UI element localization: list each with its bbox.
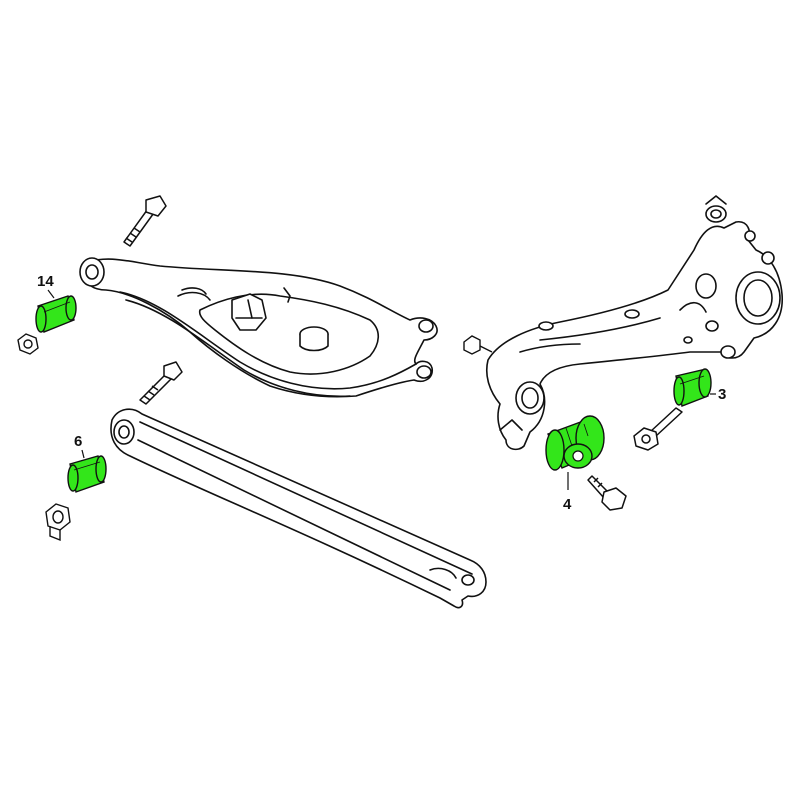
carrier-nut	[463, 335, 493, 355]
leader-line-6	[81, 449, 85, 459]
callout-3: 3	[718, 386, 727, 403]
callout-4: 4	[563, 496, 572, 513]
callout-14: 14	[37, 273, 54, 290]
nut-6	[45, 503, 71, 542]
lower-link-bolt	[139, 361, 183, 405]
bushing-4	[545, 415, 605, 490]
callout-6: 6	[74, 433, 83, 450]
lower-link-arm	[110, 408, 487, 609]
nut-14	[17, 333, 39, 355]
bushing-3	[673, 368, 716, 407]
leader-line-14	[47, 289, 55, 299]
upper-arm-bolt	[123, 195, 167, 247]
bolt-3	[633, 407, 683, 451]
bushing-6	[67, 449, 107, 493]
wheel-carrier	[485, 195, 783, 451]
bolt-4	[587, 475, 627, 511]
upper-control-arm	[79, 257, 438, 398]
bushing-14	[35, 289, 77, 333]
